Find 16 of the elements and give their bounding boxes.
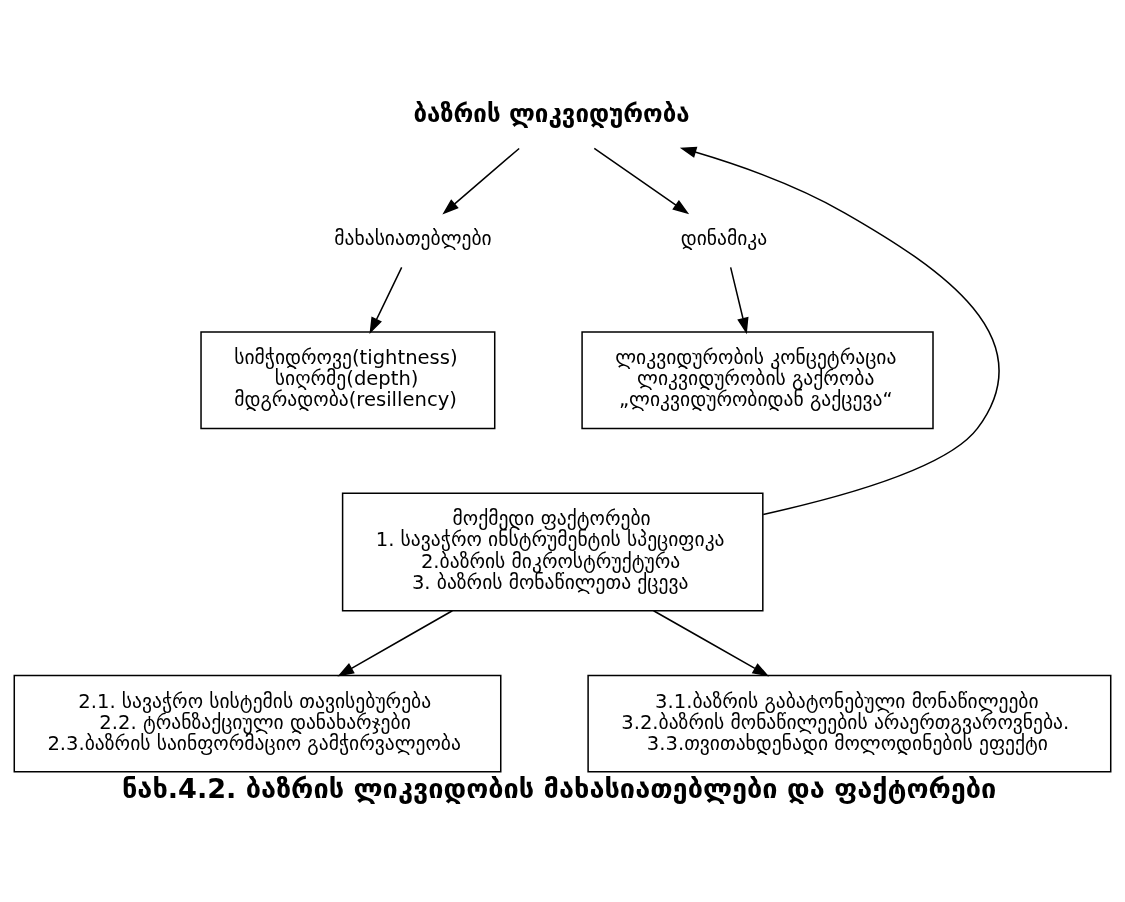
caption: ნახ.4.2. ბაზრის ლიკვიდობის მახასიათებლები და ფაქტორები bbox=[121, 773, 997, 805]
arrow bbox=[369, 266, 403, 334]
node-box: მოქმედი ფაქტორები 1. სავაჭრო ინსტრუმენტის სპეციფიკა 2.ბაზრის მიკროსტრუქტურა 3. ბაზრის მონაწილეთა ქცევა bbox=[341, 492, 764, 612]
node-text: დინამიკა bbox=[680, 227, 768, 251]
node-text: მახასიათებლები bbox=[334, 227, 492, 251]
node-text: ბაზრის ლიკვიდურობა bbox=[413, 100, 690, 129]
node-box: ლიკვიდურობის კონცეტრაცია ლიკვიდურობის გაქრობა „ლიკვიდურობიდან გაქცევა“ bbox=[581, 331, 934, 430]
node-box: 3.1.ბაზრის გაბატონებული მონაწილეები 3.2.ბაზრის მონაწილეების არაერთგვაროვნება. 3.3.თვითახდენადი მოლოდინების ეფექტი bbox=[587, 674, 1112, 773]
arrow bbox=[593, 147, 690, 215]
node-box: სიმჭიდროვე(tightness) სიღრმე(depth) მდგრადობა(resillency) bbox=[200, 331, 496, 430]
arrow bbox=[337, 610, 454, 677]
arrow bbox=[652, 610, 770, 677]
arrow bbox=[729, 266, 749, 335]
node-box: 2.1. სავაჭრო სისტემის თავისებურება 2.2. ტრანზაქციული დანახარჯები 2.3.ბაზრის საინფორმაციო გამჭირვალეობა bbox=[13, 674, 502, 773]
arrow bbox=[442, 147, 520, 215]
arrow bbox=[679, 146, 1000, 516]
